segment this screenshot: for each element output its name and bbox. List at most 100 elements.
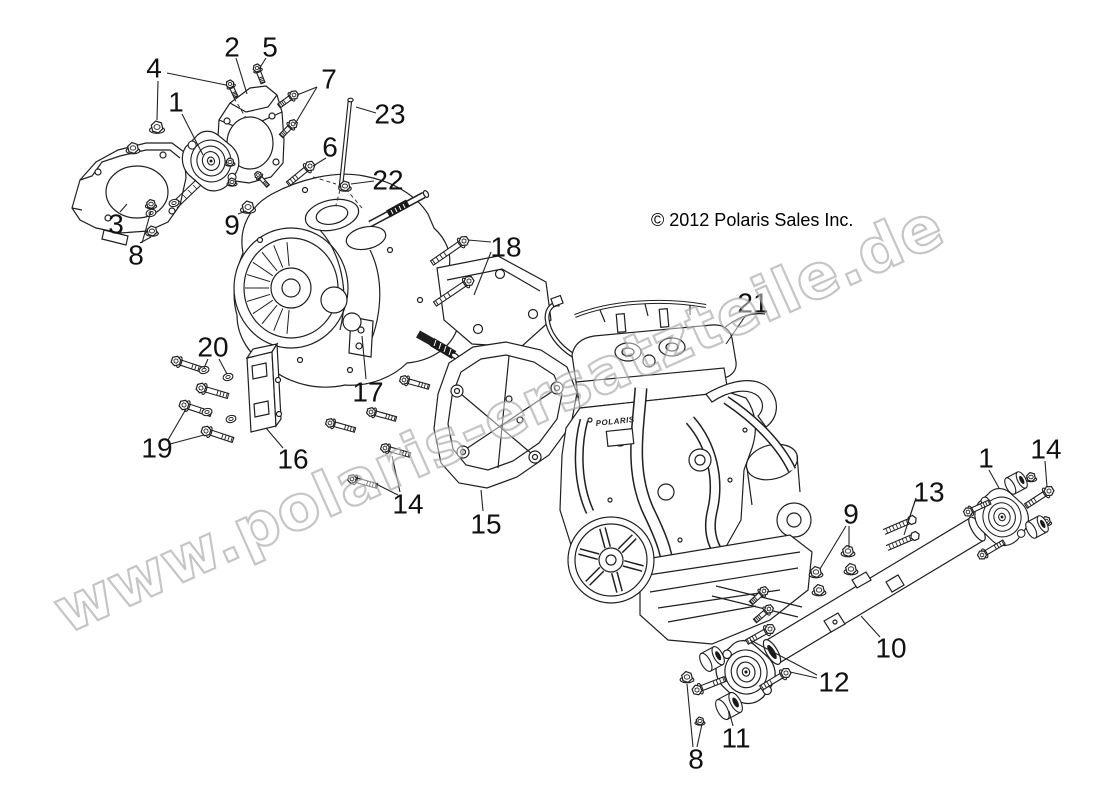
bolt xyxy=(398,375,431,390)
bolt xyxy=(285,160,316,187)
callout-leader-12 xyxy=(749,639,818,676)
callout-leader-22 xyxy=(350,180,375,185)
callout-leader-18 xyxy=(467,239,492,243)
callout-label-12: 12 xyxy=(818,667,849,698)
bolt xyxy=(278,119,298,139)
callout-label-14: 14 xyxy=(392,489,423,520)
bolt xyxy=(225,79,239,99)
bolt xyxy=(365,407,398,422)
callout-leader-8 xyxy=(141,210,152,244)
callout-label-20: 20 xyxy=(197,332,228,363)
callout-leader-5 xyxy=(258,57,267,70)
bushing xyxy=(1025,515,1049,539)
callout-leader-20 xyxy=(203,358,209,369)
callout-leader-20 xyxy=(218,358,228,375)
bolt xyxy=(976,539,1006,560)
nut xyxy=(811,583,827,597)
nut xyxy=(226,177,238,187)
callout-leader-4 xyxy=(166,72,227,86)
bushing xyxy=(699,646,725,672)
part-bracket-left xyxy=(71,142,187,246)
bushing xyxy=(1004,471,1028,495)
callout-leader-16 xyxy=(265,427,284,449)
bolt xyxy=(195,382,230,400)
callout-label-3: 3 xyxy=(108,209,124,240)
callout-leader-9 xyxy=(237,210,247,215)
bolt xyxy=(254,170,271,189)
callout-label-2: 2 xyxy=(224,32,240,63)
bolt xyxy=(324,418,357,433)
callout-label-18: 18 xyxy=(490,232,521,263)
stud xyxy=(885,530,920,551)
bolt xyxy=(962,499,992,517)
bolt xyxy=(691,675,727,696)
callout-leader-8 xyxy=(686,683,694,748)
bolt xyxy=(752,604,775,624)
washer xyxy=(201,407,213,417)
part-engine-bracket xyxy=(433,341,578,489)
bolt xyxy=(1023,485,1055,509)
callout-leader-7 xyxy=(296,86,318,96)
callout-label-8: 8 xyxy=(688,744,704,775)
washer xyxy=(222,372,234,382)
washer xyxy=(225,414,237,424)
callout-leader-1 xyxy=(181,113,204,156)
bolt xyxy=(758,667,792,691)
callout-label-15: 15 xyxy=(470,509,501,540)
nut xyxy=(224,157,236,167)
callout-label-9: 9 xyxy=(843,499,859,530)
bolt xyxy=(429,235,470,266)
callout-label-11: 11 xyxy=(721,723,750,754)
callout-leader-14 xyxy=(391,455,401,493)
nut xyxy=(144,198,158,210)
stud xyxy=(882,514,917,535)
part-crossmember-tube xyxy=(762,516,986,665)
bolt xyxy=(379,443,412,458)
callout-leader-13 xyxy=(903,497,917,536)
bolt xyxy=(200,425,235,444)
callout-leader-7 xyxy=(294,86,318,125)
copyright-text: © 2012 Polaris Sales Inc. xyxy=(651,210,854,230)
callout-leader-18 xyxy=(473,251,492,296)
callout-label-23: 23 xyxy=(374,99,405,130)
callout-label-13: 13 xyxy=(913,477,944,508)
part-engine: POLARIS xyxy=(544,294,813,645)
callout-leader-11 xyxy=(728,710,734,727)
nut xyxy=(239,200,257,214)
callout-leader-14 xyxy=(1044,460,1048,488)
callout-leader-1 xyxy=(988,469,1000,489)
nut xyxy=(145,225,159,237)
callout-leader-6 xyxy=(312,157,327,167)
callout-leader-19 xyxy=(169,434,205,445)
washer xyxy=(145,208,157,218)
nut xyxy=(808,565,824,579)
nut xyxy=(148,120,166,134)
bolt xyxy=(170,355,205,374)
nut xyxy=(694,716,706,726)
callout-label-10: 10 xyxy=(875,633,906,664)
callout-leader-15 xyxy=(480,489,484,512)
callout-label-7: 7 xyxy=(321,64,337,95)
callout-label-19: 19 xyxy=(141,433,172,464)
part-transmission xyxy=(233,173,552,388)
nut xyxy=(843,562,859,576)
bushing xyxy=(715,691,743,721)
bolt xyxy=(346,474,379,489)
callout-leader-17 xyxy=(361,335,367,380)
nut xyxy=(1024,471,1038,483)
callout-leader-14 xyxy=(375,483,399,496)
callout-leader-4 xyxy=(156,80,159,121)
callout-leader-3 xyxy=(119,203,128,213)
callout-leader-19 xyxy=(167,408,187,441)
callout-label-4: 4 xyxy=(146,53,162,84)
callout-leader-8 xyxy=(696,723,703,748)
part-spacer-block xyxy=(245,342,283,433)
callout-label-5: 5 xyxy=(262,32,278,63)
callout-leader-23 xyxy=(355,106,377,114)
callout-label-1: 1 xyxy=(168,87,184,118)
callout-leader-9 xyxy=(819,525,847,570)
callout-label-14: 14 xyxy=(1030,434,1061,465)
